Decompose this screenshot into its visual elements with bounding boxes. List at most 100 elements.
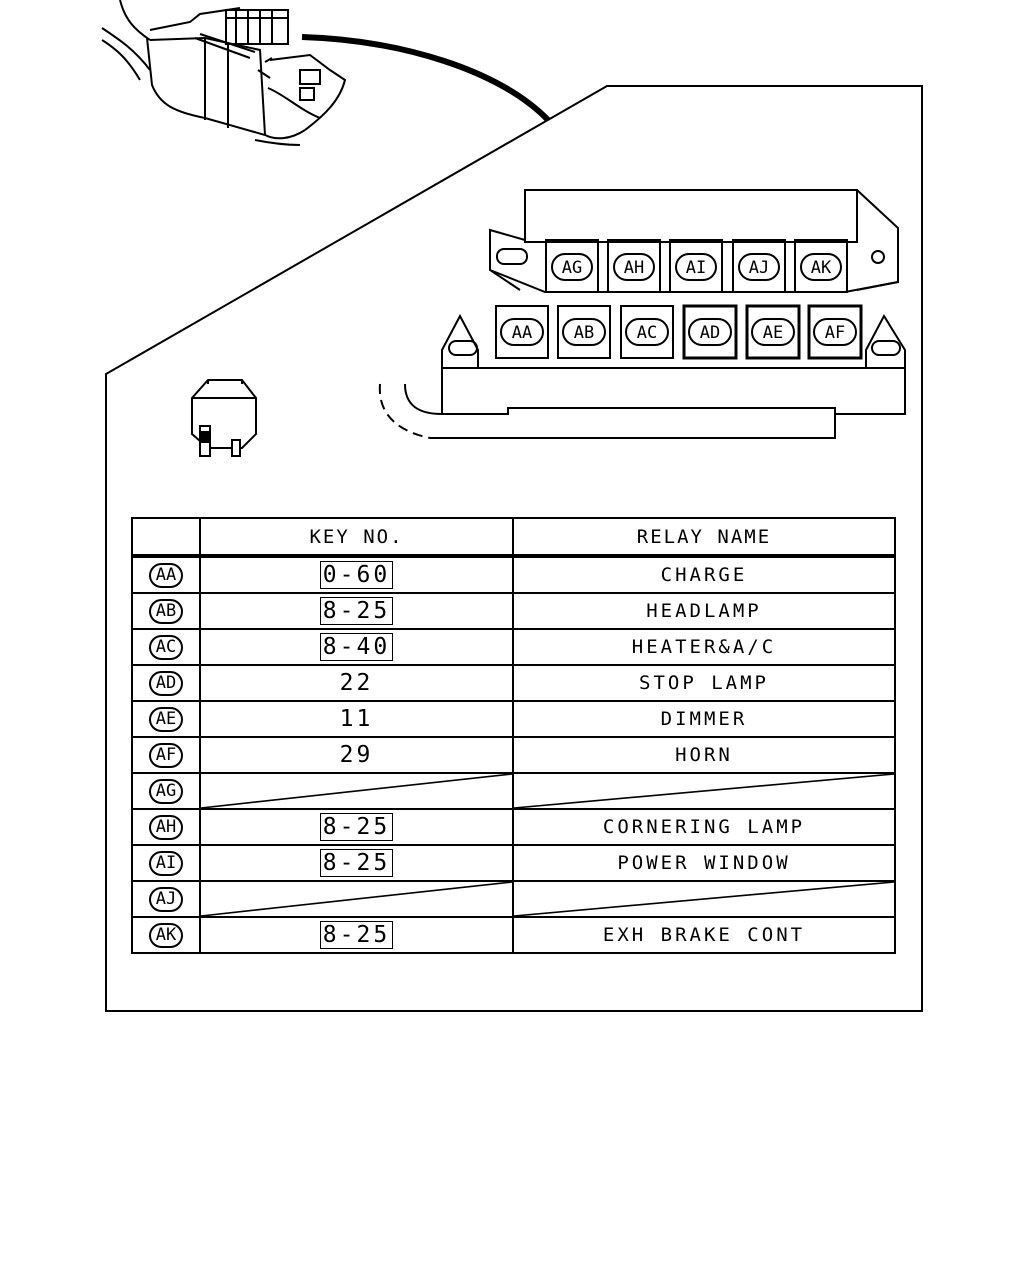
- harness-sketch: [101, 0, 347, 146]
- header-key-no: KEY NO.: [199, 517, 514, 558]
- key-no: 0-60: [319, 561, 394, 589]
- relay-name: CHARGE: [660, 564, 748, 586]
- relay-block: [378, 189, 906, 439]
- relay-name: DIMMER: [660, 708, 748, 730]
- socket-ac: AC: [620, 305, 674, 359]
- key-no-cell: 8-25: [199, 808, 514, 846]
- table-row: AE 11 DIMMER: [131, 700, 896, 738]
- key-no-cell: 29: [199, 736, 514, 774]
- socket-af: AF: [807, 304, 863, 360]
- relay-name: EXH BRAKE CONT: [602, 924, 806, 946]
- socket-ag: AG: [545, 239, 599, 293]
- key-no-cell: 8-25: [199, 592, 514, 630]
- key-no-cell: [199, 772, 514, 810]
- socket-ae: AE: [745, 304, 801, 360]
- key-no: 8-25: [319, 813, 394, 841]
- relay-name: HEADLAMP: [646, 600, 762, 622]
- socket-label-ah: AH: [624, 258, 644, 278]
- socket-label-ak: AK: [811, 258, 832, 278]
- row-label: AK: [148, 922, 184, 948]
- row-label: AC: [148, 634, 184, 660]
- socket-label-aa: AA: [512, 323, 532, 343]
- row-label: AF: [148, 742, 184, 768]
- relay-name-cell: HEADLAMP: [512, 592, 896, 630]
- relay-name-cell: STOP LAMP: [512, 664, 896, 702]
- relay-name: HEATER&A/C: [631, 636, 777, 658]
- row-label-cell: AD: [131, 664, 201, 702]
- top-row-sockets: AG AH AI AJ AK: [545, 239, 848, 293]
- socket-label-ag: AG: [562, 258, 582, 278]
- key-no-cell: 22: [199, 664, 514, 702]
- row-label-cell: AJ: [131, 880, 201, 918]
- row-label-cell: AF: [131, 736, 201, 774]
- relay-name-cell: [512, 772, 896, 810]
- socket-label-ae: AE: [763, 323, 783, 343]
- socket-ak: AK: [794, 239, 848, 293]
- table-row: AF 29 HORN: [131, 736, 896, 774]
- socket-ah: AH: [607, 239, 661, 293]
- table-row: AH 8-25 CORNERING LAMP: [131, 808, 896, 846]
- table-row: AK 8-25 EXH BRAKE CONT: [131, 916, 896, 954]
- relay-name-cell: CHARGE: [512, 555, 896, 594]
- socket-ad: AD: [682, 304, 738, 360]
- row-label-cell: AE: [131, 700, 201, 738]
- table-row: AB 8-25 HEADLAMP: [131, 592, 896, 630]
- key-no-cell: 8-25: [199, 844, 514, 882]
- empty-cell-slash: [514, 882, 894, 916]
- table-row: AD 22 STOP LAMP: [131, 664, 896, 702]
- row-label: AE: [148, 706, 184, 732]
- key-no: 8-25: [319, 921, 394, 949]
- key-no-cell: 11: [199, 700, 514, 738]
- row-label-cell: AH: [131, 808, 201, 846]
- socket-aa: AA: [495, 305, 549, 359]
- relay-name: CORNERING LAMP: [602, 816, 806, 838]
- row-label: AG: [148, 778, 184, 804]
- socket-label-ab: AB: [574, 323, 594, 343]
- relay-name-cell: HORN: [512, 736, 896, 774]
- relay-name-cell: DIMMER: [512, 700, 896, 738]
- relay-name-cell: CORNERING LAMP: [512, 808, 896, 846]
- key-no: 8-40: [319, 633, 394, 661]
- relay-name-cell: EXH BRAKE CONT: [512, 916, 896, 954]
- relay-rows: AA 0-60 CHARGE AB 8-25 HEADLAMP AC 8-40 HEATER&A…: [131, 555, 896, 954]
- header-label: [131, 517, 201, 558]
- relay-name: HORN: [675, 744, 733, 766]
- key-no: 22: [339, 670, 374, 696]
- row-label-cell: AK: [131, 916, 201, 954]
- row-label: AI: [148, 850, 184, 876]
- socket-label-af: AF: [825, 323, 845, 343]
- socket-aj: AJ: [732, 239, 786, 293]
- key-no: 11: [339, 706, 374, 732]
- key-no: 8-25: [319, 849, 394, 877]
- row-label-cell: AA: [131, 555, 201, 594]
- relay-name-cell: HEATER&A/C: [512, 628, 896, 666]
- table-row: AJ: [131, 880, 896, 918]
- empty-cell-slash: [514, 774, 894, 808]
- bottom-row-sockets: AA AB AC AD AE AF: [495, 304, 863, 360]
- socket-label-aj: AJ: [749, 258, 769, 278]
- socket-ai: AI: [669, 239, 723, 293]
- key-no-cell: 8-40: [199, 628, 514, 666]
- relay-name-cell: [512, 880, 896, 918]
- row-label-cell: AG: [131, 772, 201, 810]
- key-no: 8-25: [319, 597, 394, 625]
- empty-cell-slash: [201, 774, 512, 808]
- key-no-cell: 0-60: [199, 555, 514, 594]
- relay-icon: [191, 379, 257, 457]
- table-row: AA 0-60 CHARGE: [131, 555, 896, 594]
- row-label: AH: [148, 814, 184, 840]
- row-label: AD: [148, 670, 184, 696]
- key-no-cell: [199, 880, 514, 918]
- row-label: AA: [148, 562, 184, 588]
- table-header-row: KEY NO. RELAY NAME: [131, 517, 896, 558]
- row-label: AB: [148, 598, 184, 624]
- socket-label-ad: AD: [700, 323, 720, 343]
- row-label-cell: AC: [131, 628, 201, 666]
- key-no-cell: 8-25: [199, 916, 514, 954]
- relay-name: STOP LAMP: [639, 672, 769, 694]
- socket-ab: AB: [557, 305, 611, 359]
- table-row: AG: [131, 772, 896, 810]
